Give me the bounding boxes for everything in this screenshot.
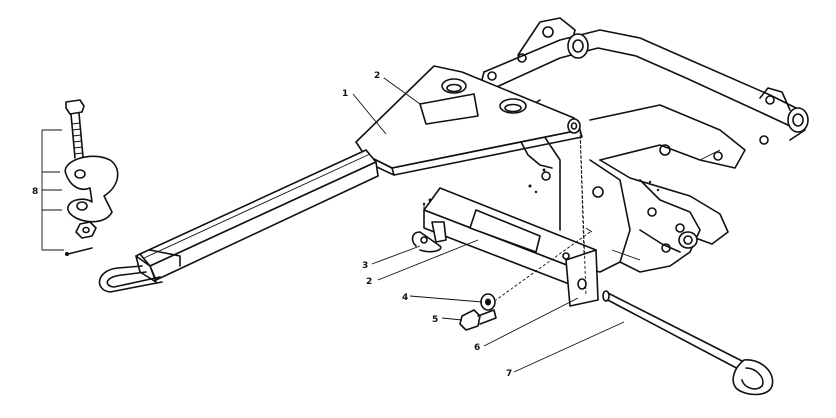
callout-labels: 1 2 2 3 4 5 6 7 8	[32, 71, 512, 379]
tractor-frame	[477, 17, 809, 273]
leader-lines	[352, 77, 625, 373]
assembly-lines	[423, 125, 591, 301]
callout-5: 5	[432, 315, 438, 325]
hairpin-clip	[411, 231, 442, 253]
clevis-hardware	[41, 99, 119, 256]
tow-bar	[98, 65, 583, 293]
bolt	[459, 309, 497, 331]
callout-1: 1	[342, 89, 348, 99]
hitch-pin	[602, 290, 774, 396]
callout-8: 8	[32, 187, 38, 197]
callout-4: 4	[402, 293, 408, 303]
callout-6: 6	[474, 343, 480, 353]
callout-3: 3	[362, 261, 368, 271]
callout-2-upper: 2	[374, 71, 380, 81]
callout-2-lower: 2	[366, 277, 372, 287]
hitch-bracket	[422, 187, 599, 307]
washer	[480, 293, 496, 311]
callout-7: 7	[506, 369, 512, 379]
